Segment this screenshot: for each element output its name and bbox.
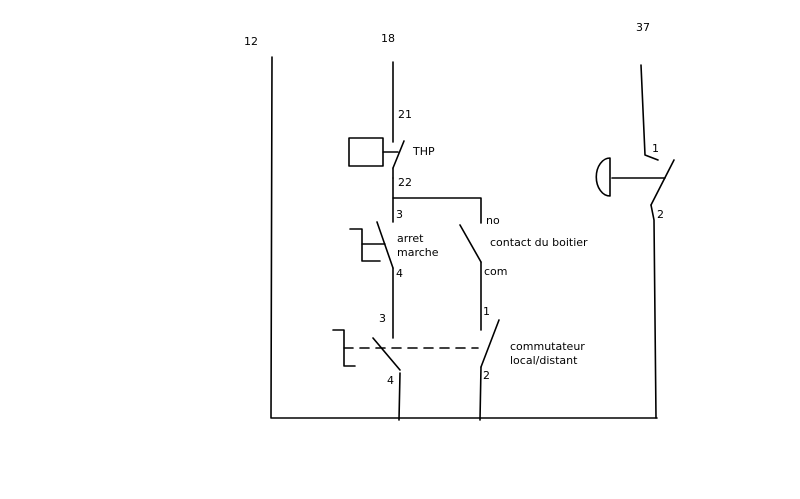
- thp-label: THP: [412, 145, 435, 158]
- box-contact-label: contact du boitier: [490, 236, 588, 249]
- mushroom-terminal-1: 1: [652, 142, 659, 155]
- selector-label-local-distant: local/distant: [510, 354, 578, 367]
- wire-37-top: [640, 64, 659, 161]
- selector-right-wire-down: [479, 366, 482, 421]
- box-contact-blade: [459, 224, 482, 263]
- stop-start-label-arret: arret: [397, 232, 424, 245]
- selector-right-terminal-1: 1: [483, 305, 490, 318]
- thp-contact-blade: [392, 140, 405, 169]
- selector-right-terminal-2: 2: [483, 369, 490, 382]
- stop-start-terminal-3: 3: [396, 208, 403, 221]
- mushroom-terminal-2: 2: [657, 208, 664, 221]
- box-contact-label-com: com: [484, 265, 508, 278]
- stop-start-label-marche: marche: [397, 246, 439, 259]
- thp-terminal-21: 21: [398, 108, 412, 121]
- wire-label-12: 12: [244, 35, 258, 48]
- mushroom-head: [595, 157, 611, 197]
- box-contact-label-no: no: [486, 214, 500, 227]
- wire-37-bottom: [650, 204, 657, 419]
- branch-wire-to-box-contact: [392, 197, 482, 224]
- wire-label-18: 18: [381, 32, 395, 45]
- selector-left-terminal-4: 4: [387, 374, 394, 387]
- selector-left-wire-down: [398, 372, 401, 421]
- wire-label-37: 37: [636, 21, 650, 34]
- thp-terminal-22: 22: [398, 176, 412, 189]
- selector-right-blade: [480, 319, 500, 368]
- mushroom-contact-blade: [650, 159, 675, 206]
- left-rail-and-bottom-bus: [270, 56, 658, 419]
- stop-start-contact-blade: [376, 221, 394, 269]
- thp-relay-box: [348, 137, 384, 167]
- selector-left-terminal-3: 3: [379, 312, 386, 325]
- selector-left-blade: [372, 337, 401, 371]
- selector-label-commutateur: commutateur: [510, 340, 585, 353]
- stop-start-terminal-4: 4: [396, 267, 403, 280]
- stop-start-actuator: [349, 228, 381, 262]
